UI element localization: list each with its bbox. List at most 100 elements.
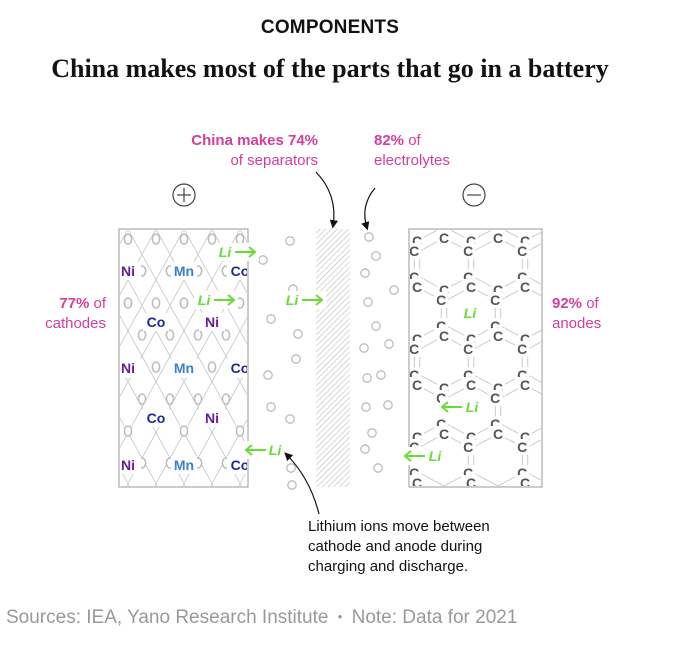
carbon-atom: C (463, 269, 473, 285)
carbon-atom: C (439, 282, 449, 298)
oxygen-atom (179, 425, 189, 437)
carbon-atom: C (463, 341, 473, 357)
carbon-atom: C (490, 390, 500, 406)
carbon-atom: C (439, 230, 449, 246)
carbon-atom: C (436, 318, 446, 334)
carbon-atom: C (520, 475, 530, 491)
carbon-atom: C (517, 269, 527, 285)
lithium-ion: Li (429, 448, 443, 464)
electrolyte-particle (258, 255, 268, 265)
oxygen-atom (123, 297, 133, 309)
manganese-atom: Mn (174, 360, 194, 376)
carbon-atom: C (466, 233, 476, 249)
oxygen-atom (165, 393, 175, 405)
electrolyte-particle (371, 321, 381, 331)
nickel-atom: Ni (121, 360, 135, 376)
oxygen-atom (137, 393, 147, 405)
cobalt-atom: Co (147, 410, 166, 426)
anodes-label: 92% of anodes (552, 294, 652, 334)
separators-value: China makes 74% (191, 132, 318, 149)
carbon-atom: C (520, 233, 530, 249)
oxygen-atom (137, 329, 147, 341)
electrolyte-particle (376, 370, 386, 380)
manganese-atom: Mn (174, 263, 194, 279)
section-kicker: COMPONENTS (260, 17, 400, 38)
source-bullet: • (337, 609, 343, 624)
carbon-atom: C (520, 331, 530, 347)
electrolyte-particle (266, 314, 276, 324)
source-text: Sources: IEA, Yano Research Institute (6, 607, 329, 628)
oxygen-atom (235, 425, 245, 437)
oxygen-atom (221, 329, 231, 341)
carbon-atom: C (409, 269, 419, 285)
electrolyte-particle (285, 414, 295, 424)
electrolyte-particle (286, 463, 296, 473)
electrolytes-of: of (408, 132, 421, 149)
electrolyte-particle (384, 339, 394, 349)
carbon-atom: C (439, 426, 449, 442)
anodes-text: anodes (552, 315, 602, 332)
cathodes-value: 77% (59, 295, 90, 312)
source-line: Sources: IEA, Yano Research Institute • … (6, 607, 517, 629)
electrolyte-particle (373, 463, 383, 473)
lithium-ion: Li (219, 244, 233, 260)
carbon-atom: C (412, 429, 422, 445)
carbon-atom: C (409, 367, 419, 383)
carbon-atom: C (466, 429, 476, 445)
data-note: Note: Data for 2021 (351, 607, 518, 628)
electrolyte-particle (361, 402, 371, 412)
oxygen-atom (179, 233, 189, 245)
cobalt-atom: Co (147, 314, 166, 330)
carbon-atom: C (412, 331, 422, 347)
carbon-atom: C (520, 377, 530, 393)
carbon-atom: C (517, 367, 527, 383)
separators-label: China makes 74% of separators (150, 131, 318, 171)
negative-terminal-icon (462, 183, 486, 207)
oxygen-atom (123, 233, 133, 245)
carbon-atom: C (412, 377, 422, 393)
electrolyte-particle (285, 236, 295, 246)
oxygen-atom (235, 233, 245, 245)
electrolyte-particle (287, 480, 297, 490)
carbon-atom: C (463, 439, 473, 455)
electrolyte-particle (363, 297, 373, 307)
oxygen-atom (151, 361, 161, 373)
cathodes-text: cathodes (45, 315, 106, 332)
anodes-of: of (586, 295, 599, 312)
carbon-atom: C (466, 377, 476, 393)
carbon-atom: C (463, 465, 473, 481)
separator-leader-arrow (315, 171, 339, 229)
nickel-atom: Ni (121, 263, 135, 279)
carbon-atom: C (466, 331, 476, 347)
nickel-atom: Ni (121, 457, 135, 473)
electrolytes-label: 82% of electrolytes (374, 131, 494, 171)
carbon-atom: C (517, 439, 527, 455)
carbon-atom: C (436, 416, 446, 432)
note-leader-arrow (284, 452, 320, 515)
carbon-atom: C (466, 475, 476, 491)
electrolytes-text: electrolytes (374, 152, 450, 169)
carbon-atom: C (439, 380, 449, 396)
oxygen-atom (179, 297, 189, 309)
carbon-atom: C (409, 341, 419, 357)
cathodes-label: 77% of cathodes (20, 294, 106, 334)
carbon-atom: C (463, 243, 473, 259)
carbon-atom: C (517, 465, 527, 481)
separators-text: of separators (230, 152, 318, 169)
electrolyte-particle (291, 354, 301, 364)
lithium-ion: Li (464, 305, 478, 321)
cathode-box (118, 228, 249, 488)
separator-membrane (316, 229, 350, 487)
lithium-ion: Li (269, 442, 283, 458)
carbon-atom: C (493, 282, 503, 298)
cobalt-atom: Co (231, 263, 250, 279)
positive-terminal-icon (172, 183, 196, 207)
electrolyte-particle (364, 232, 374, 242)
electrolyte-particle (293, 329, 303, 339)
anodes-value: 92% (552, 295, 583, 312)
electrolyte-leader-arrow (361, 187, 376, 231)
oxygen-atom (221, 393, 231, 405)
carbon-atom: C (490, 292, 500, 308)
carbon-atom: C (436, 292, 446, 308)
